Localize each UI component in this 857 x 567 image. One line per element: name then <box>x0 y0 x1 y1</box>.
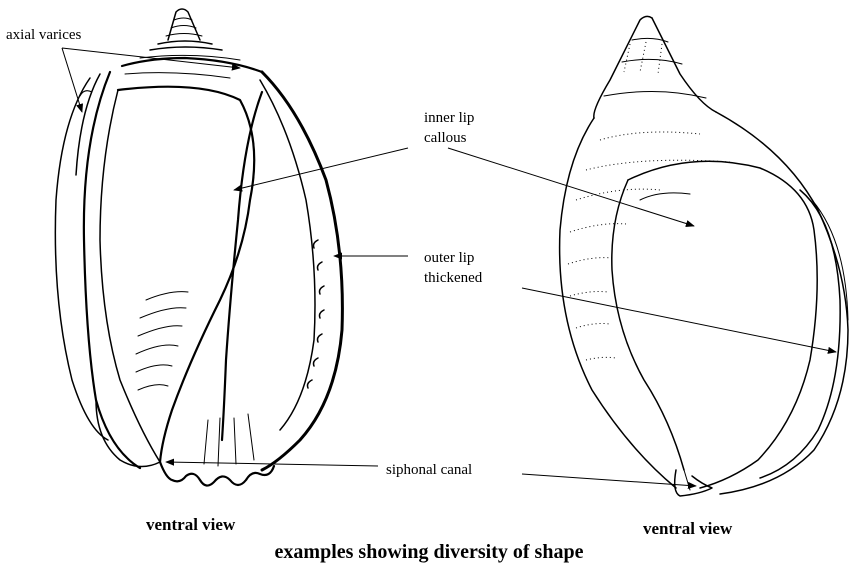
caption-right-view: ventral view <box>643 519 733 538</box>
figure-title: examples showing diversity of shape <box>275 541 584 563</box>
label-outer-lip-line2: thickened <box>424 270 483 286</box>
label-inner-lip-line1: inner lip <box>424 110 474 126</box>
label-siphonal-canal: siphonal canal <box>386 462 472 478</box>
label-axial-varices: axial varices <box>6 27 82 43</box>
caption-left-view: ventral view <box>146 515 236 534</box>
left-shell-illustration <box>55 9 342 486</box>
label-outer-lip-line1: outer lip <box>424 250 474 266</box>
label-inner-lip-line2: callous <box>424 130 467 146</box>
right-shell-illustration <box>560 16 848 496</box>
